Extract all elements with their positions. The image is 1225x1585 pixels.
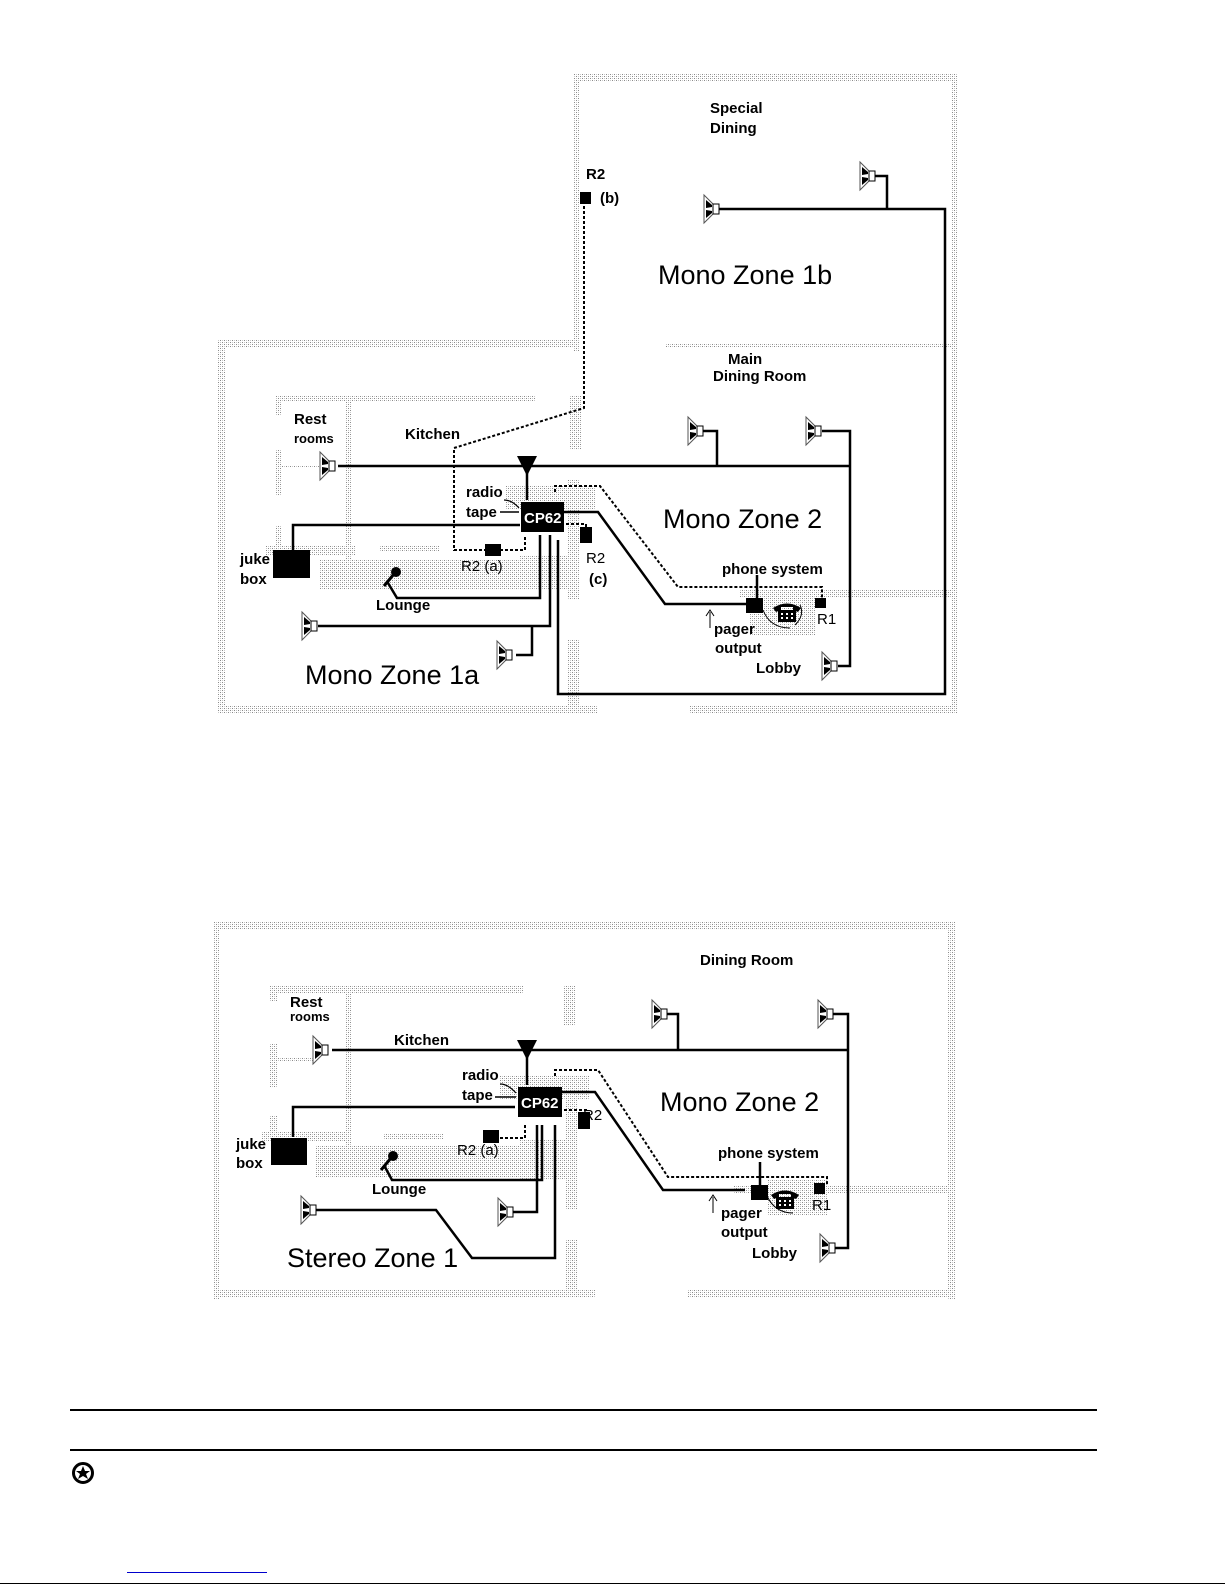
device-label: R1 (817, 611, 836, 628)
speaker-icon (496, 640, 513, 670)
wiring (291, 1012, 850, 1260)
device-label: output (721, 1224, 768, 1241)
device-label: box (240, 571, 267, 588)
room-label: Rest (294, 411, 327, 428)
speaker-icon (300, 1195, 317, 1225)
room-label: Lobby (756, 660, 802, 677)
room-label: Lounge (372, 1181, 426, 1198)
device-label: R2 (586, 550, 605, 567)
room-label: Lounge (376, 597, 430, 614)
speaker-icon (312, 1035, 329, 1065)
relay-r1-icon (814, 1183, 825, 1194)
room-label: Rest (290, 994, 323, 1011)
zone-label: Stereo Zone 1 (287, 1243, 458, 1273)
radio-input-line (503, 499, 520, 509)
device-label: radio (466, 484, 503, 501)
device-label: pager (714, 621, 755, 638)
room-label: Special (710, 100, 763, 117)
room-label: rooms (294, 431, 334, 446)
device-label: tape (462, 1087, 493, 1104)
speaker-icon (703, 194, 720, 224)
pager-box-icon (746, 598, 763, 613)
pager-arrow-icon (705, 609, 715, 628)
speaker-icon (301, 611, 318, 641)
radio-input-line (499, 1083, 517, 1094)
device-label: juke (235, 1136, 266, 1153)
room-label: Dining Room (700, 952, 793, 969)
device-label: R2 (586, 166, 605, 183)
pager-box-icon (751, 1185, 768, 1200)
speaker-icon (497, 1197, 514, 1227)
device-label: radio (462, 1067, 499, 1084)
room-label: Kitchen (394, 1032, 449, 1049)
room-label: Dining Room (713, 368, 806, 385)
zone-label: Mono Zone 1a (305, 660, 480, 690)
recycle-icon (72, 1462, 94, 1484)
device-label: pager (721, 1205, 762, 1222)
zone-label: Mono Zone 2 (663, 504, 822, 534)
room-label: Kitchen (405, 426, 460, 443)
speaker-icon (651, 999, 668, 1029)
relay-r1-icon (815, 598, 826, 608)
speaker-icon (319, 451, 336, 481)
device-label: tape (466, 504, 497, 521)
relay-r2b-icon (580, 192, 591, 204)
relay-r2-icon (578, 1112, 590, 1129)
cp62-label: CP62 (524, 510, 562, 527)
zone-label: Mono Zone 1b (658, 260, 832, 290)
device-label: R1 (812, 1197, 831, 1214)
device-label: R2 (a) (457, 1142, 499, 1159)
wiring (291, 174, 947, 696)
cp62-label: CP62 (521, 1095, 559, 1112)
device-label: juke (239, 551, 270, 568)
jukebox-icon (271, 1138, 307, 1165)
bottom-diagram: CP62 Dining Room Rest rooms Kitchen radi… (213, 921, 955, 1299)
device-label: (b) (600, 190, 619, 207)
speaker-icon (819, 1233, 836, 1263)
device-label: output (715, 640, 762, 657)
speaker-icon (687, 416, 704, 446)
page-bottom-rule (0, 1583, 1225, 1584)
speaker-icon (821, 651, 838, 681)
footer-rule-bottom (70, 1449, 1097, 1451)
relay-r2c-icon (580, 527, 592, 543)
room-label: rooms (290, 1009, 330, 1024)
speaker-icon (805, 416, 822, 446)
relay-r2a-icon (485, 544, 501, 556)
device-label: R2 (a) (461, 558, 503, 575)
device-label: R2 (583, 1107, 602, 1124)
pager-arrow-icon (708, 1194, 718, 1213)
device-label: (c) (589, 571, 607, 588)
speaker-icon (817, 999, 834, 1029)
walls (213, 921, 955, 1299)
relay-r2a-icon (483, 1130, 499, 1143)
zone-label: Mono Zone 2 (660, 1087, 819, 1117)
device-label: box (236, 1155, 263, 1172)
room-label: Dining (710, 120, 757, 137)
footer-link[interactable] (127, 1572, 267, 1573)
device-label: phone system (722, 561, 823, 578)
top-diagram: CP62 Special Dining R2 (b) Mono Zone 1b … (218, 74, 958, 714)
cp62-controller (518, 1087, 562, 1117)
jukebox-icon (273, 550, 310, 578)
footer-rule-top (70, 1409, 1097, 1411)
cp62-controller (521, 502, 564, 532)
room-label: Lobby (752, 1245, 798, 1262)
device-label: phone system (718, 1145, 819, 1162)
room-label: Main (728, 351, 762, 368)
speaker-icon (859, 161, 876, 191)
